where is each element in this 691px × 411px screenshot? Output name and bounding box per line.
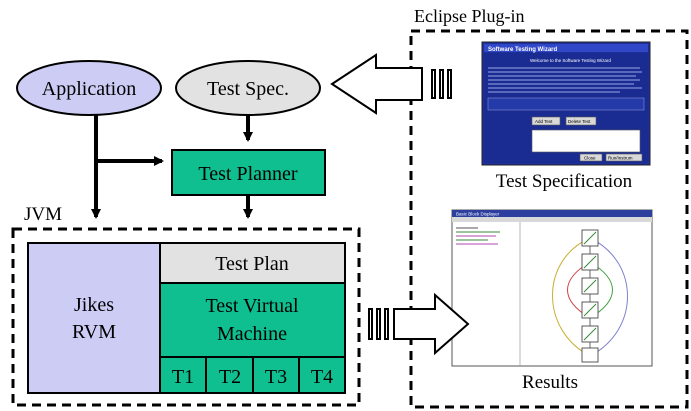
control-flow-graph <box>552 229 628 363</box>
wizard-welcome-text: Welcome to the Software Testing Wizard <box>530 58 611 63</box>
results-output-arrow <box>368 292 470 356</box>
test-spec-label: Test Spec. <box>207 78 289 100</box>
test-planner-label: Test Planner <box>198 163 297 185</box>
add-test-button-label: Add Test <box>535 119 553 124</box>
add-test-button[interactable] <box>531 116 561 126</box>
test-planner-node <box>171 149 326 196</box>
run-button[interactable] <box>605 153 643 162</box>
jikes-rvm-label-line1: Jikes <box>74 294 114 316</box>
wizard-screenshot: Software Testing Wizard Welcome to the S… <box>481 41 651 166</box>
wizard-test-list[interactable] <box>487 97 645 111</box>
thread-t3: T3 <box>265 366 287 388</box>
viewer-title: Basic Block Displayer <box>456 212 500 217</box>
tvm-label-line1: Test Virtual <box>205 295 299 317</box>
jvm-label: JVM <box>24 204 62 225</box>
test-specification-caption: Test Specification <box>496 171 633 192</box>
thread-t4: T4 <box>311 366 333 388</box>
application-node <box>16 60 162 116</box>
test-plan-label: Test Plan <box>215 253 289 275</box>
close-button-label: Close <box>584 156 596 161</box>
jikes-rvm-label-line2: RVM <box>72 321 116 343</box>
delete-test-button-label: Delete Test <box>568 119 591 124</box>
thread-t1: T1 <box>172 366 194 388</box>
test-plan-node <box>159 242 346 284</box>
flow-arrows <box>91 115 253 219</box>
run-button-label: Run/Instrum <box>608 156 633 161</box>
viewer-left-text <box>456 227 500 245</box>
delete-test-button[interactable] <box>565 116 597 126</box>
thread-t2: T2 <box>219 366 241 388</box>
wizard-title: Software Testing Wizard <box>488 47 558 53</box>
results-caption: Results <box>522 372 578 393</box>
jikes-rvm-node <box>27 242 161 394</box>
tvm-label-line2: Machine <box>217 323 287 345</box>
application-label: Application <box>42 78 136 100</box>
spec-input-arrow <box>330 53 452 115</box>
results-screenshot: Basic Block Displayer <box>451 209 653 367</box>
eclipse-plugin-boundary <box>409 29 689 409</box>
thread-cells <box>160 356 345 393</box>
close-button[interactable] <box>579 153 603 162</box>
wizard-output-area[interactable] <box>531 129 641 153</box>
eclipse-plugin-title: Eclipse Plug-in <box>414 6 525 26</box>
jvm-boundary <box>11 227 361 407</box>
wizard-body-text <box>488 67 642 93</box>
